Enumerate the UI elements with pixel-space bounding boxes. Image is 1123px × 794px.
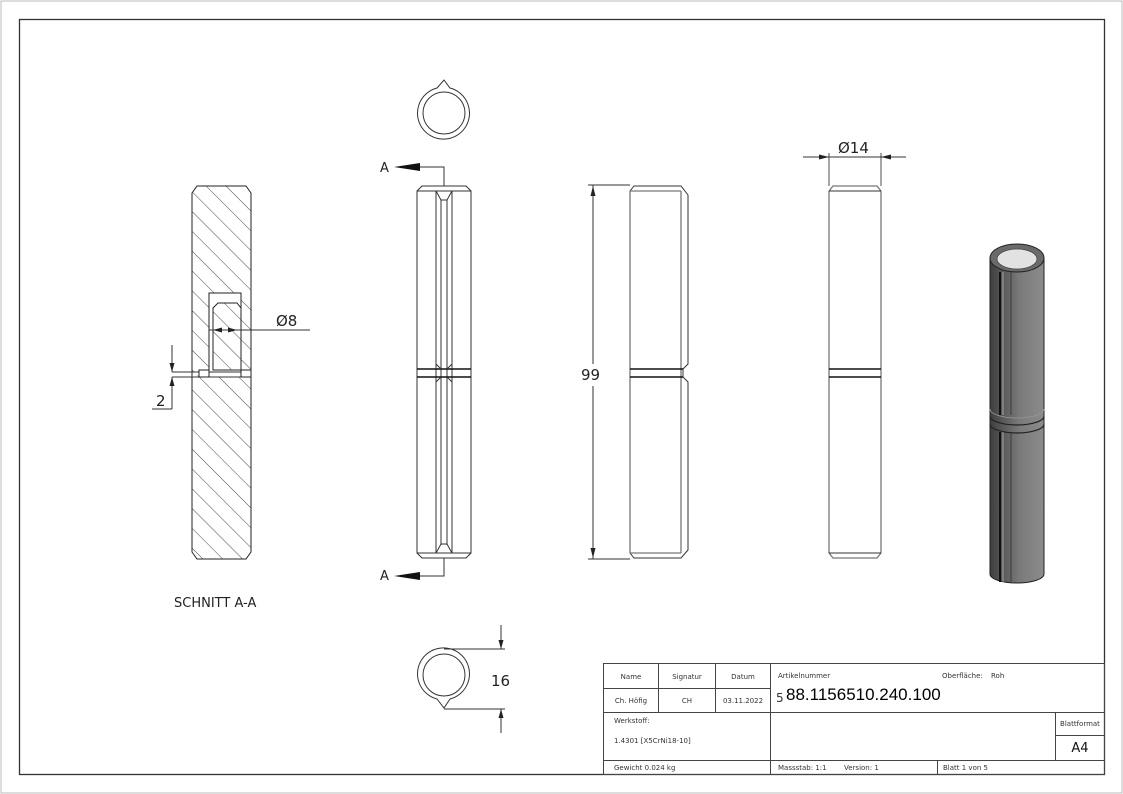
isometric-pin-view [989, 243, 1045, 584]
dim-groove-width: 2 [156, 392, 166, 410]
title-block [603, 663, 1105, 775]
dim-head-height: 16 [491, 672, 510, 690]
plain-view [803, 153, 906, 559]
artikelnummer-value: 88.1156510.240.100 [786, 685, 941, 704]
dim-overall-length: 99 [581, 366, 600, 384]
drawing-frame [18, 18, 1106, 776]
werkstoff-value: 1.4301 [X5CrNi18-10] [614, 737, 691, 745]
section-cut-arrow-top [394, 163, 445, 186]
artikelnummer-label: Artikelnummer [778, 672, 830, 680]
dim-bore-diameter: Ø8 [276, 312, 297, 330]
werkstoff-label: Werkstoff: [614, 717, 650, 725]
blatt: Blatt 1 von 5 [943, 764, 988, 772]
section-marker-top: A [380, 161, 389, 176]
artikelnummer-prefix: 5 [776, 691, 784, 705]
bottom-end-view [417, 625, 505, 733]
blattformat-value: A4 [1071, 741, 1088, 756]
front-view-grooved [416, 185, 472, 559]
side-view [588, 184, 689, 560]
section-view-a-a [152, 185, 310, 560]
dim-outer-diameter: Ø14 [838, 139, 869, 157]
header-datum: Datum [731, 673, 755, 681]
header-name: Name [621, 673, 642, 681]
section-marker-bottom: A [380, 569, 389, 584]
oberflaeche-label: Oberfläche: [942, 672, 983, 680]
header-signatur: Signatur [672, 673, 702, 681]
gewicht: Gewicht 0.024 kg [614, 764, 675, 772]
top-end-view [417, 79, 470, 140]
value-signatur: CH [682, 697, 692, 705]
blattformat-label: Blattformat [1060, 720, 1100, 728]
oberflaeche-value: Roh [991, 672, 1004, 680]
version: Version: 1 [844, 764, 879, 772]
value-datum: 03.11.2022 [723, 697, 763, 705]
massstab: Massstab: 1:1 [778, 764, 827, 772]
value-name: Ch. Höfig [615, 697, 647, 705]
section-label: SCHNITT A-A [174, 596, 256, 611]
section-cut-arrow-bottom [394, 558, 445, 580]
